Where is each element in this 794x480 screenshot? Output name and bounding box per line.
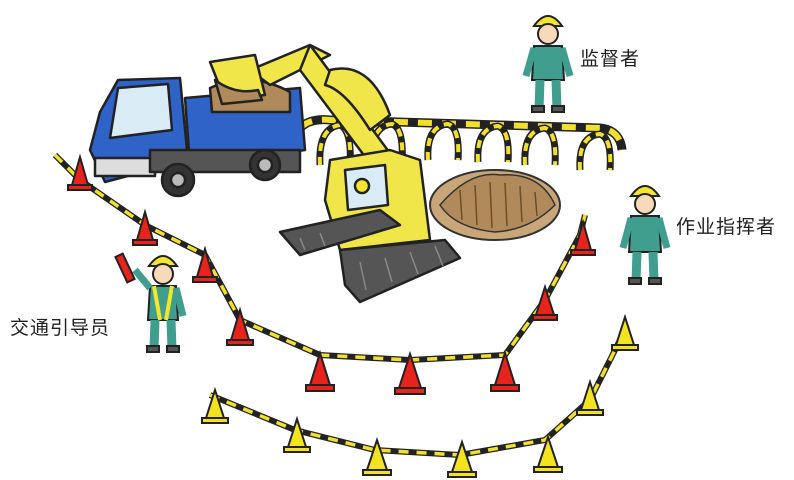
traffic-cone-icon [448, 442, 476, 477]
worker-icon-supervisor [526, 16, 570, 112]
signal-baton-icon [115, 254, 134, 283]
traffic-cone-icon [202, 390, 228, 423]
worker-icon-work-chief [623, 186, 667, 284]
dump-truck-icon [90, 78, 305, 196]
worker-icon-traffic-guide [115, 254, 183, 352]
excavator-icon [210, 45, 460, 302]
traffic-cone-icon [491, 353, 519, 391]
dirt-pit-icon [430, 170, 560, 240]
traffic-cone-icon [533, 287, 557, 320]
supervisor-label: 监督者 [580, 44, 640, 71]
traffic-cone-icon [612, 317, 638, 350]
work-chief-label: 作业指挥者 [676, 212, 776, 239]
traffic-cone-icon [306, 353, 334, 391]
traffic-guide-label: 交通引导员 [10, 313, 110, 340]
traffic-cone-icon [227, 310, 253, 345]
traffic-cone-icon [571, 222, 595, 255]
